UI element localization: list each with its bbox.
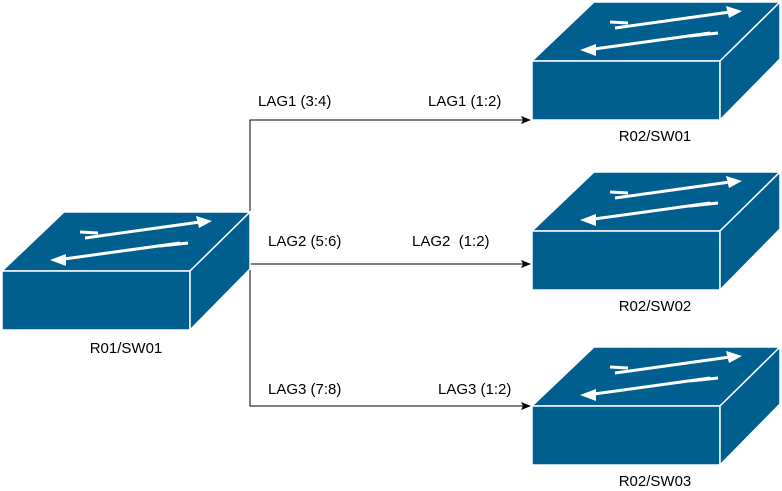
link-lag3 — [249, 268, 531, 410]
network-switch-icon — [0, 210, 252, 332]
link-label-lag3-source: LAG3 (7:8) — [268, 381, 341, 398]
network-switch-icon — [530, 345, 782, 467]
link-label-lag2-target: LAG2 (1:2) — [412, 233, 490, 250]
switch-r01-sw01[interactable] — [0, 210, 252, 332]
node-label-r01-sw01: R01/SW01 — [90, 340, 163, 357]
node-label-r02-sw01: R02/SW01 — [619, 128, 692, 145]
link-label-lag1-target: LAG1 (1:2) — [428, 93, 501, 110]
link-label-lag1-source: LAG1 (3:4) — [258, 93, 331, 110]
node-label-r02-sw03: R02/SW03 — [619, 473, 692, 490]
node-label-r02-sw02: R02/SW02 — [619, 298, 692, 315]
link-label-lag3-target: LAG3 (1:2) — [438, 381, 511, 398]
switch-r02-sw01[interactable] — [530, 0, 782, 122]
switch-r02-sw02[interactable] — [530, 170, 782, 292]
link-lag1 — [249, 116, 531, 212]
link-label-lag2-source: LAG2 (5:6) — [268, 233, 341, 250]
switch-r02-sw03[interactable] — [530, 345, 782, 467]
links — [249, 116, 531, 410]
network-switch-icon — [530, 0, 782, 122]
network-switch-icon — [530, 170, 782, 292]
